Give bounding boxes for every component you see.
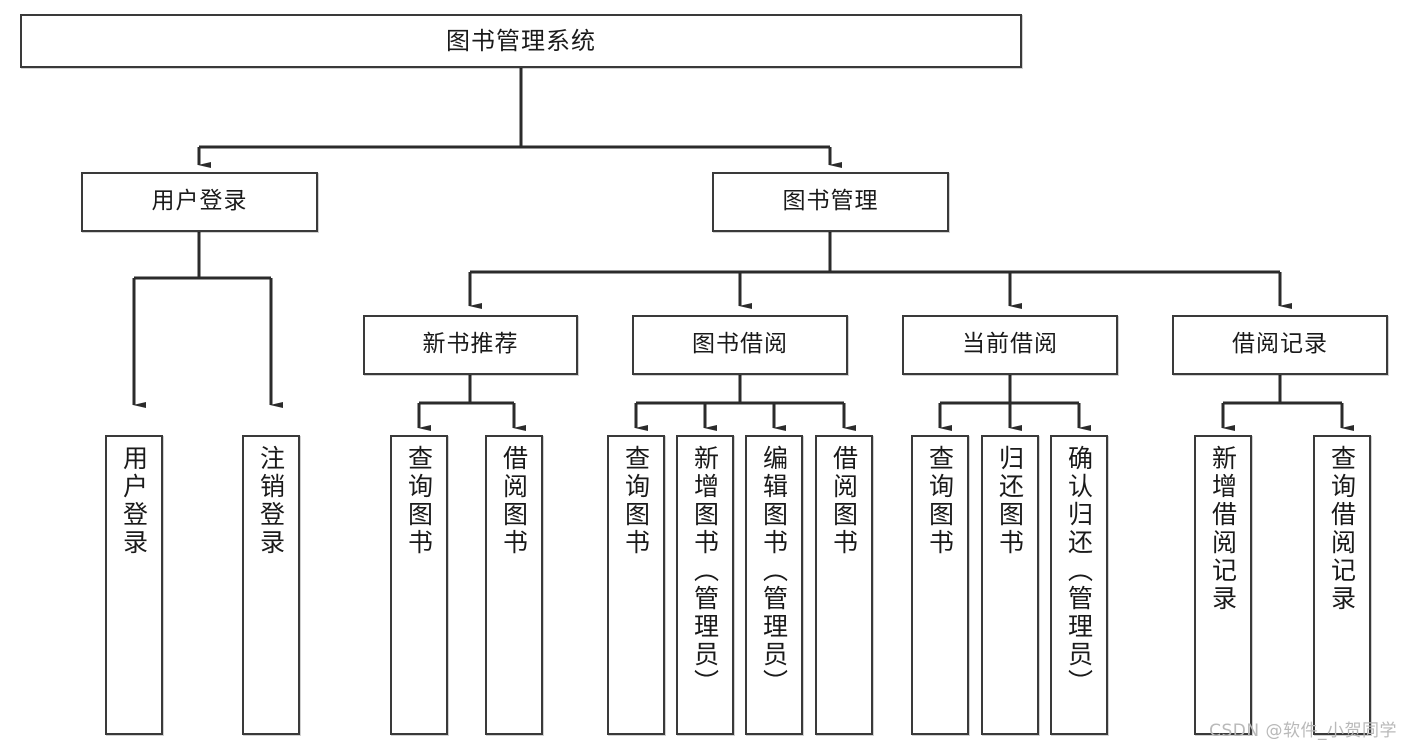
node-borrow-record-label: 借阅记录 xyxy=(1232,331,1328,358)
node-leaf-label: 查询图书 xyxy=(621,445,651,557)
node-current-borrow[interactable]: 当前借阅 xyxy=(902,315,1118,375)
node-leaf-new-book-2[interactable]: 借阅图书 xyxy=(485,435,543,735)
node-leaf-borrow-record-1[interactable]: 新增借阅记录 xyxy=(1194,435,1252,735)
node-leaf-user-login-2[interactable]: 注销登录 xyxy=(242,435,300,735)
node-leaf-label: 查询图书 xyxy=(404,445,434,557)
node-book-manage[interactable]: 图书管理 xyxy=(712,172,949,232)
node-leaf-current-borrow-2[interactable]: 归还图书 xyxy=(981,435,1039,735)
node-new-book-label: 新书推荐 xyxy=(422,331,519,358)
node-leaf-label: 编辑图书（管理员） xyxy=(759,445,789,697)
node-leaf-book-borrow-1[interactable]: 查询图书 xyxy=(607,435,665,735)
node-book-manage-label: 图书管理 xyxy=(782,188,879,215)
node-leaf-new-book-1[interactable]: 查询图书 xyxy=(390,435,448,735)
node-book-borrow[interactable]: 图书借阅 xyxy=(632,315,848,375)
node-leaf-label: 用户登录 xyxy=(119,445,149,557)
node-current-borrow-label: 当前借阅 xyxy=(962,331,1058,358)
node-root[interactable]: 图书管理系统 xyxy=(20,14,1022,68)
node-leaf-label: 借阅图书 xyxy=(499,445,529,557)
node-leaf-label: 查询借阅记录 xyxy=(1327,445,1357,613)
node-leaf-current-borrow-1[interactable]: 查询图书 xyxy=(911,435,969,735)
node-leaf-book-borrow-3[interactable]: 编辑图书（管理员） xyxy=(745,435,803,735)
node-leaf-label: 查询图书 xyxy=(925,445,955,557)
node-leaf-label: 注销登录 xyxy=(256,445,286,557)
node-leaf-book-borrow-4[interactable]: 借阅图书 xyxy=(815,435,873,735)
node-leaf-label: 确认归还（管理员） xyxy=(1064,445,1094,697)
node-leaf-label: 新增借阅记录 xyxy=(1208,445,1238,613)
node-leaf-label: 新增图书（管理员） xyxy=(690,445,720,697)
node-leaf-book-borrow-2[interactable]: 新增图书（管理员） xyxy=(676,435,734,735)
node-leaf-borrow-record-2[interactable]: 查询借阅记录 xyxy=(1313,435,1371,735)
csdn-watermark: CSDN @软件_小贺同学 xyxy=(1209,721,1397,741)
node-leaf-user-login-1[interactable]: 用户登录 xyxy=(105,435,163,735)
node-user-login-label: 用户登录 xyxy=(151,188,248,215)
node-borrow-record[interactable]: 借阅记录 xyxy=(1172,315,1388,375)
node-root-label: 图书管理系统 xyxy=(446,26,596,55)
node-new-book[interactable]: 新书推荐 xyxy=(363,315,578,375)
node-leaf-label: 归还图书 xyxy=(995,445,1025,557)
node-leaf-current-borrow-3[interactable]: 确认归还（管理员） xyxy=(1050,435,1108,735)
node-user-login[interactable]: 用户登录 xyxy=(81,172,318,232)
node-book-borrow-label: 图书借阅 xyxy=(692,331,788,358)
node-leaf-label: 借阅图书 xyxy=(829,445,859,557)
